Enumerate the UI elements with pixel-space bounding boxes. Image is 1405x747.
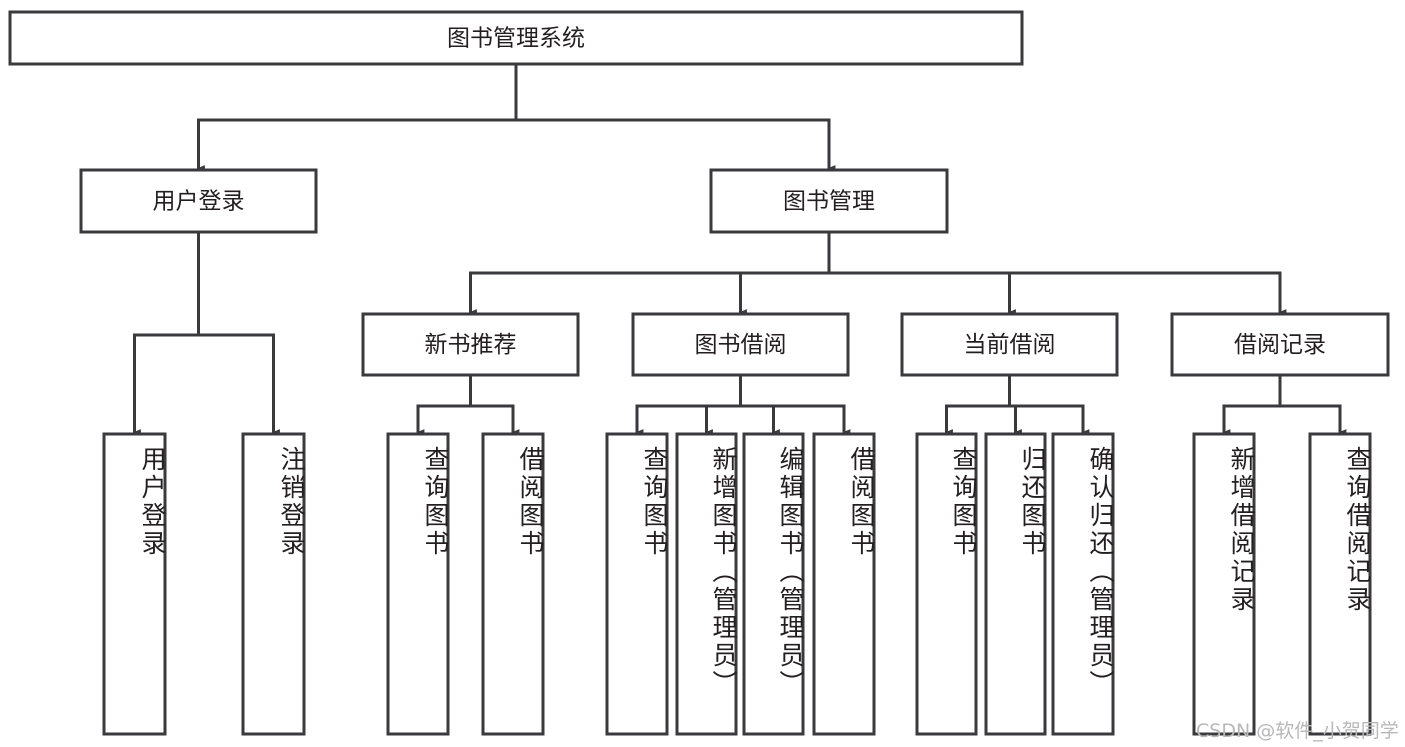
node-root-rect [8,10,1024,66]
leaf-node-leaf-user-login[interactable] [102,432,167,736]
node-current-borrow-label: 当前借阅 [964,332,1056,358]
node-book-borrow-rect [631,312,850,377]
leaf-node-leaf-confirm-return[interactable] [1051,432,1115,736]
node-borrow-record-label: 借阅记录 [1234,332,1326,358]
node-new-book-recommend[interactable]: 新书推荐 [361,312,580,377]
node-new-book-recommend-label: 新书推荐 [425,332,517,358]
node-user-login-label: 用户登录 [153,189,245,215]
leaf-node-leaf-return-book[interactable] [984,432,1047,736]
node-book-management[interactable]: 图书管理 [709,168,949,234]
node-current-borrow[interactable]: 当前借阅 [900,312,1119,377]
csdn-watermark: CSDN @软件_小贺同学 [1196,720,1399,742]
connector-edges [133,62,1347,435]
node-user-login[interactable]: 用户登录 [79,168,318,234]
node-borrow-record-rect [1170,312,1390,377]
leaf-node-leaf-edit-book[interactable] [742,432,805,736]
node-book-borrow-label: 图书借阅 [695,332,787,358]
leaf-node-leaf-borrow-book-1[interactable] [481,432,545,736]
leaf-node-leaf-user-logout[interactable] [241,432,306,736]
node-book-borrow[interactable]: 图书借阅 [631,312,850,377]
node-book-management-rect [709,168,949,234]
leaf-node-leaf-query-book-2[interactable] [605,432,669,736]
leaf-node-leaf-borrow-book-2[interactable] [812,432,876,736]
leaf-node-leaf-query-book-3[interactable] [915,432,978,736]
leaf-node-leaf-query-book-1[interactable] [386,432,450,736]
node-new-book-recommend-rect [361,312,580,377]
leaf-node-leaf-add-borrow-record[interactable] [1192,432,1256,736]
node-borrow-record[interactable]: 借阅记录 [1170,312,1390,377]
leaf-node-leaf-query-borrow-record[interactable] [1308,432,1372,736]
node-user-login-rect [79,168,318,234]
node-root[interactable]: 图书管理系统 [8,10,1024,66]
node-root-label: 图书管理系统 [447,26,585,52]
node-book-management-label: 图书管理 [783,189,875,215]
leaf-node-leaf-add-book[interactable] [675,432,738,736]
node-current-borrow-rect [900,312,1119,377]
